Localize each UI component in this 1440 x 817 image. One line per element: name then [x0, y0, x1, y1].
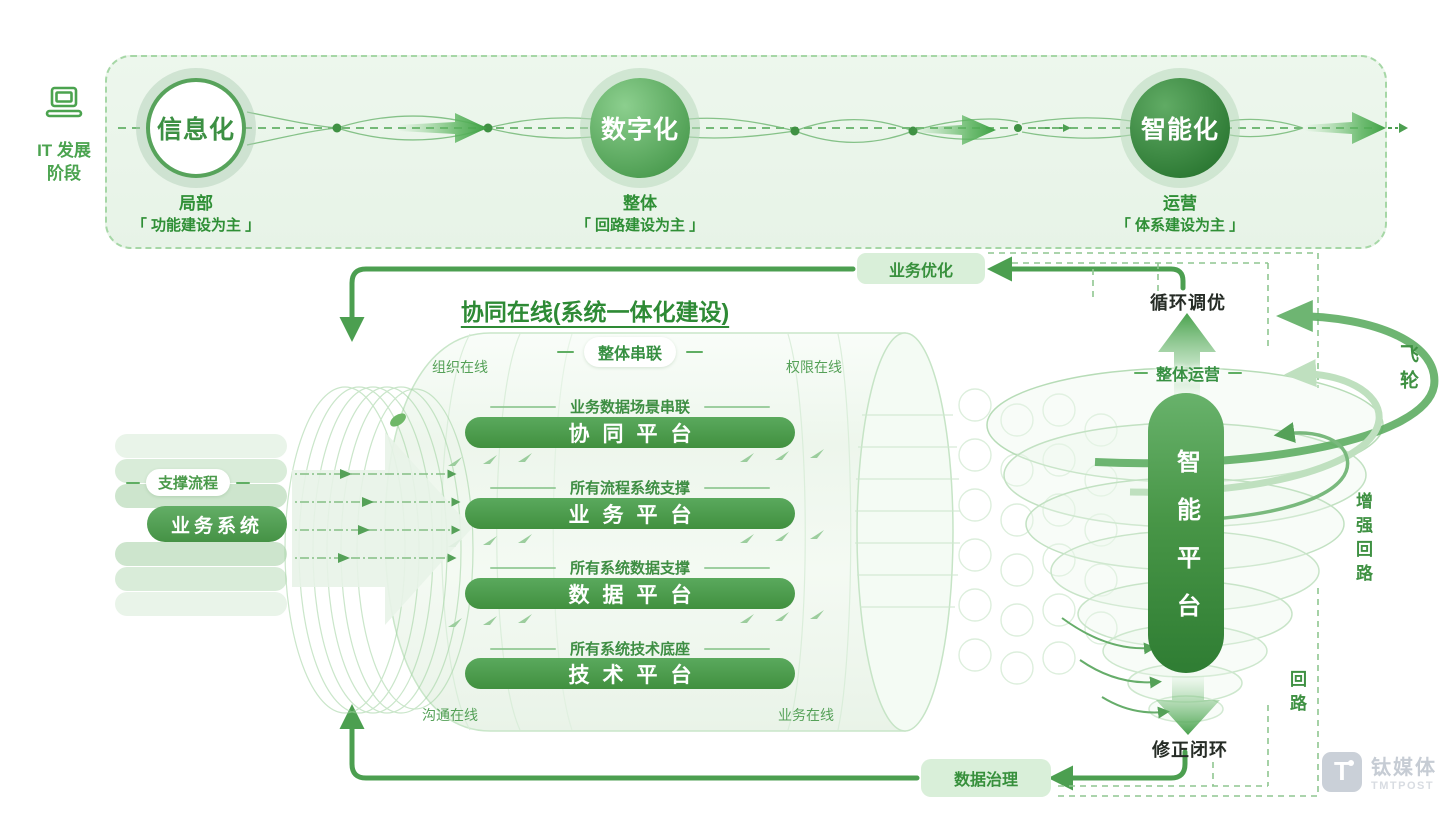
- platform-caption: 所有系统技术底座: [569, 641, 690, 658]
- cycle-tuning-label: 循环调优: [1150, 293, 1226, 313]
- overall-operation-row: 整体运营: [1113, 361, 1263, 385]
- platform-caption-row: 所有流程系统支撑: [425, 477, 835, 498]
- platform-caption: 业务数据场景串联: [569, 399, 690, 416]
- dash-right: [1228, 372, 1242, 374]
- stage-circle-intelligentization: 智能化: [1130, 78, 1230, 178]
- stack-row: [115, 434, 287, 458]
- overall-series-badge: 整体串联: [583, 337, 676, 367]
- stage-focus-1: 「 功能建设为主 」: [131, 217, 261, 234]
- stage-scope-3: 运营: [1163, 194, 1197, 213]
- overall-series-badge-row: 整体串联: [520, 337, 740, 367]
- it-label-line2: 阶段: [47, 164, 81, 183]
- dash-left: [556, 351, 574, 353]
- stage-focus-2: 「 回路建设为主 」: [575, 217, 705, 234]
- support-process-tag-row: 支撑流程: [108, 469, 268, 496]
- stage-scope-1: 局部: [179, 194, 213, 213]
- stage-name: 信息化: [156, 116, 235, 144]
- stack-row: [115, 567, 287, 591]
- caption-line: [704, 486, 770, 489]
- it-label-line1: IT 发展: [37, 141, 91, 160]
- dash-left: [1133, 372, 1148, 374]
- data-platform-pill: 数据平台: [465, 578, 795, 609]
- business-platform-pill: 业务平台: [465, 498, 795, 529]
- stage-circle-informatization: 信息化: [146, 78, 246, 178]
- cylinder-title: 协同在线(系统一体化建设): [460, 299, 730, 325]
- feedback-loop-lines: [339, 256, 1188, 791]
- stage-axis-section-label: IT 发展 阶段: [14, 139, 114, 185]
- stack-row: [115, 542, 287, 566]
- platform-caption-row: 业务数据场景串联: [425, 396, 835, 417]
- corner-label-business-online: 业务在线: [778, 707, 834, 723]
- corner-label-org-online: 组织在线: [432, 359, 488, 375]
- caption-line: [489, 566, 556, 569]
- stage-name: 智能化: [1140, 116, 1219, 144]
- technology-platform-pill: 技术平台: [465, 658, 795, 689]
- tmtpost-wordmark: 钛媒体 TMTPOST: [1371, 751, 1437, 792]
- logo-letter: T: [1334, 756, 1350, 786]
- caption-line: [489, 405, 556, 408]
- collaboration-platform-pill: 协同平台: [465, 417, 795, 448]
- platform-caption-row: 所有系统技术底座: [425, 638, 835, 659]
- tmtpost-cn: 钛媒体: [1371, 757, 1437, 779]
- logo-dot: [1348, 759, 1354, 766]
- caption-line: [489, 486, 556, 489]
- tmtpost-logo-icon: T: [1322, 751, 1362, 792]
- business-optimization-badge: 业务优化: [857, 253, 985, 284]
- tmtpost-en: TMTPOST: [1371, 780, 1435, 792]
- stack-row: [115, 592, 287, 616]
- stage-focus-3: 「 体系建设为主 」: [1115, 217, 1245, 234]
- dash-right: [236, 481, 250, 484]
- loop-label: 回路: [1287, 670, 1306, 718]
- stage-scope-2: 整体: [623, 194, 657, 213]
- intelligent-platform-pill: 智能平台: [1148, 393, 1224, 673]
- intelligent-platform-text: 智能平台: [1172, 449, 1200, 641]
- stage-name: 数字化: [600, 116, 679, 144]
- dash-left: [125, 481, 140, 484]
- flywheel-label: 飞轮: [1397, 344, 1418, 396]
- tmtpost-watermark: T 钛媒体 TMTPOST: [1322, 751, 1437, 792]
- data-governance-badge: 数据治理: [921, 759, 1051, 797]
- corner-label-permission-online: 权限在线: [786, 359, 842, 375]
- platform-caption: 所有系统数据支撑: [569, 560, 690, 577]
- corner-label-communication-online: 沟通在线: [422, 707, 478, 723]
- left-coil-decoration: [284, 386, 474, 714]
- caption-line: [489, 647, 556, 650]
- caption-line: [704, 647, 770, 650]
- stage-circle-digitalization: 数字化: [590, 78, 690, 178]
- platform-caption: 所有流程系统支撑: [569, 480, 690, 497]
- support-process-tag: 支撑流程: [145, 469, 230, 496]
- caption-line: [704, 405, 770, 408]
- fix-closed-loop-label: 修正闭环: [1152, 740, 1228, 760]
- caption-line: [704, 566, 770, 569]
- reinforcing-loop-label: 增强回路: [1353, 492, 1372, 588]
- laptop-icon: [44, 86, 84, 122]
- dash-right: [686, 351, 703, 353]
- overall-operation-label: 整体运营: [1155, 367, 1220, 384]
- business-system-pill: 业务系统: [147, 506, 287, 542]
- platform-caption-row: 所有系统数据支撑: [425, 557, 835, 578]
